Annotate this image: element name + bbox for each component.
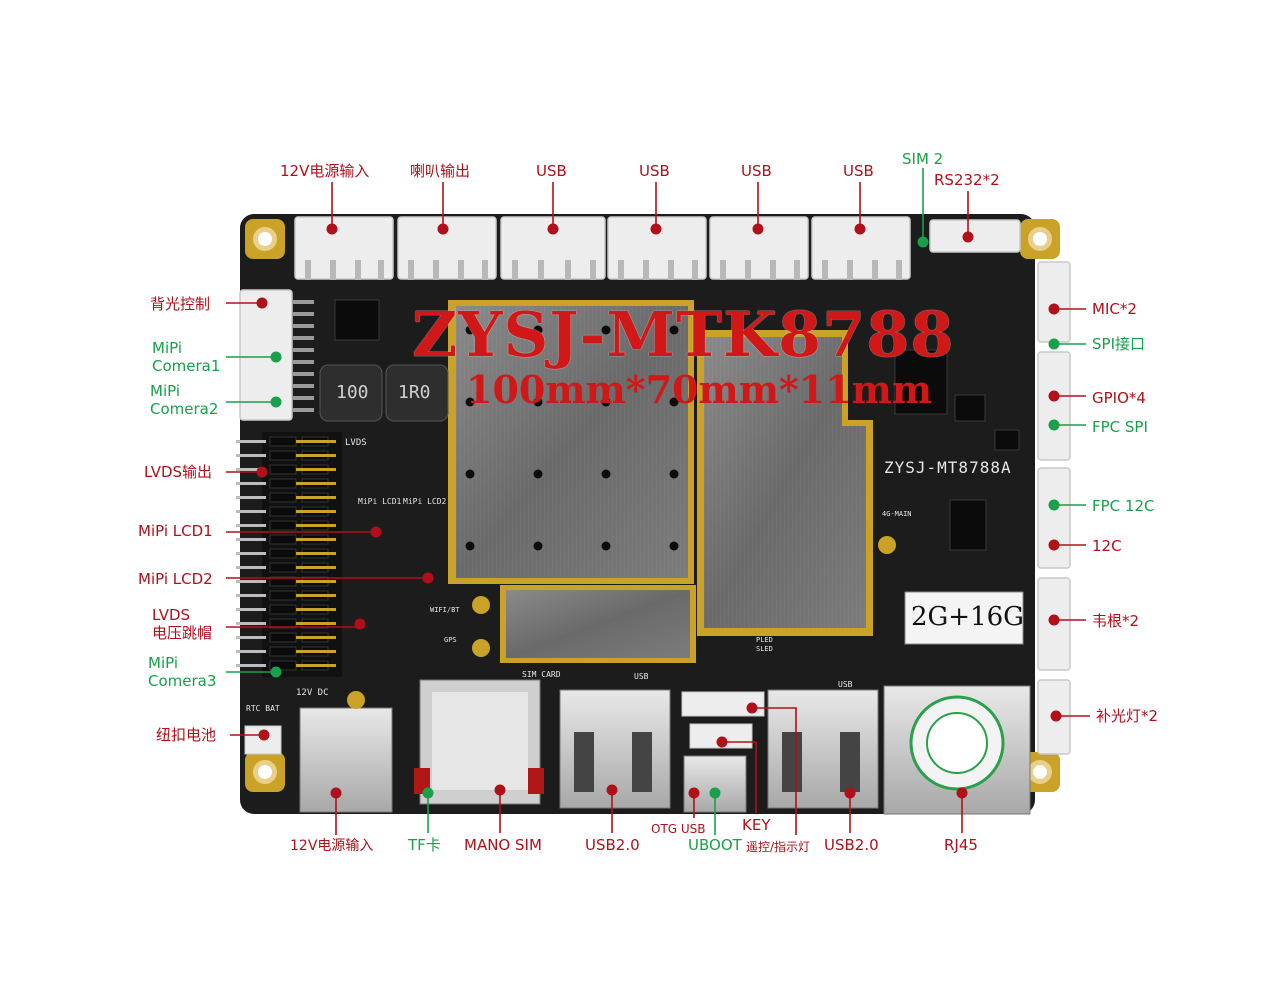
label-lvds-out: LVDS输出: [144, 463, 213, 481]
label-coin-battery: 纽扣电池: [156, 726, 217, 744]
label-gpio: GPIO*4: [1092, 389, 1146, 407]
label-top-usb-4: USB: [843, 162, 874, 180]
label-usb20-right: USB2.0: [824, 836, 879, 854]
label-nano-sim: MANO SIM: [464, 836, 542, 854]
label-top-usb-3: USB: [741, 162, 772, 180]
left-connector-pins: [292, 300, 314, 412]
leader-lines: [226, 168, 1090, 835]
label-mipi-lcd2: MiPi LCD2: [138, 570, 213, 588]
lvds-silkscreen: LVDS: [345, 438, 367, 448]
mipi-lcd1-silkscreen: MiPi LCD1: [358, 497, 402, 506]
sim-card-silkscreen: SIM CARD: [522, 670, 561, 679]
pled-sled-silkscreen: PLED SLED: [756, 636, 773, 653]
wifi-shield: [500, 585, 696, 663]
label-backlight-control: 背光控制: [150, 295, 211, 313]
right-connectors: [1037, 261, 1071, 755]
label-rs232: RS232*2: [934, 171, 1000, 189]
dc-12v-silkscreen: 12V DC: [296, 688, 329, 698]
label-otg-usb: OTG USB: [651, 822, 706, 836]
soc-shield: [448, 300, 694, 584]
gps-silkscreen: GPS: [444, 636, 457, 644]
rtc-bat-silkscreen: RTC BAT: [246, 704, 280, 713]
label-i2c: 12C: [1092, 537, 1122, 555]
label-remote-indicator: 遥控/指示灯: [746, 840, 811, 854]
ics: [334, 299, 1020, 551]
label-bottom-power-in: 12V电源输入: [290, 838, 374, 854]
label-key: KEY: [742, 816, 771, 834]
4g-main-silkscreen: 4G-MAIN: [882, 510, 912, 518]
label-uboot: UBOOT: [688, 836, 742, 854]
label-spi: SPI接口: [1092, 335, 1145, 353]
inductor-1-marking: 100: [336, 382, 369, 403]
product-dimensions: 100mm*70mm*11mm: [466, 367, 933, 412]
label-sim2: SIM 2: [902, 150, 944, 168]
label-mipi-camera3: MiPi Comera3: [148, 654, 217, 690]
memory-shield: [697, 330, 873, 636]
memory-sticker-label: 2G+16G: [911, 602, 1024, 632]
label-speaker-out: 喇叭输出: [410, 162, 471, 180]
mounting-holes: [245, 219, 1060, 792]
label-rj45: RJ45: [944, 836, 978, 854]
inductors: [319, 364, 449, 422]
label-wiegand: 韦根*2: [1092, 612, 1140, 630]
inductor-2-marking: 1R0: [398, 382, 431, 403]
label-top-power-in: 12V电源输入: [280, 162, 370, 180]
mipi-lcd2-silkscreen: MiPi LCD2: [403, 497, 447, 506]
label-mipi-camera1: MiPi Comera1: [152, 339, 221, 375]
label-fill-light: 补光灯*2: [1096, 707, 1159, 725]
label-usb20-left: USB2.0: [585, 836, 640, 854]
label-tf-card: TF卡: [408, 836, 441, 854]
usb-silkscreen-a: USB: [634, 672, 649, 681]
memory-sticker: [904, 591, 1024, 645]
label-fpc-i2c: FPC 12C: [1092, 497, 1155, 515]
left-connectors: [239, 289, 293, 421]
header-pins: [236, 436, 336, 671]
wifi-bt-silkscreen: WIFI/BT: [430, 606, 460, 614]
product-title: ZYSJ-MTK8788: [412, 298, 955, 371]
label-lvds-jumper: LVDS 电压跳帽: [152, 606, 213, 642]
label-top-usb-2: USB: [639, 162, 670, 180]
label-fpc-spi: FPC SPI: [1092, 418, 1148, 436]
label-top-usb-1: USB: [536, 162, 567, 180]
usb-silkscreen-b: USB: [838, 680, 853, 689]
model-silkscreen: ZYSJ-MT8788A: [884, 458, 1012, 477]
bottom-components: [244, 679, 1031, 815]
top-connectors: [294, 216, 1021, 280]
label-mic: MIC*2: [1092, 300, 1137, 318]
label-mipi-lcd1: MiPi LCD1: [138, 522, 213, 540]
antenna-connectors: [472, 536, 896, 657]
top-connector-pins: [305, 260, 902, 280]
label-mipi-camera2: MiPi Comera2: [150, 382, 219, 418]
